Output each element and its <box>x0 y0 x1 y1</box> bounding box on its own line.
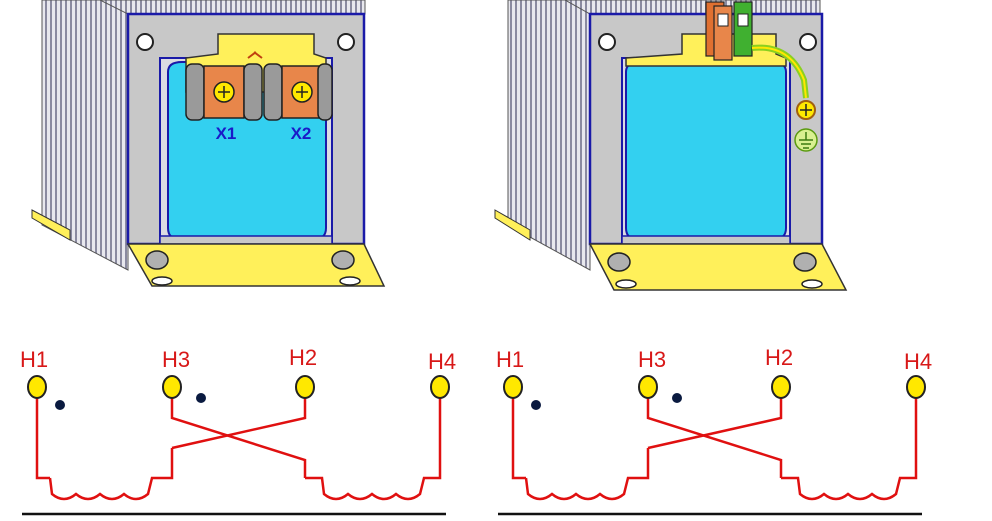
mounting-hole <box>799 33 817 51</box>
terminal-cover <box>185 63 205 121</box>
terminal-label-h4: H4 <box>428 349 456 374</box>
schematic-right-terminals: H1 H3 H2 H4 <box>496 345 932 516</box>
winding-coil <box>524 448 650 501</box>
terminal-h1 <box>27 375 47 399</box>
terminal-block-green <box>733 1 753 57</box>
winding-coil <box>305 398 442 501</box>
base-plate <box>588 243 848 291</box>
mounting-hole <box>598 33 616 51</box>
polarity-dot <box>196 393 206 403</box>
top-fins <box>99 0 366 15</box>
polarity-dot <box>531 400 541 410</box>
transformer-left: X1 X2 <box>31 0 386 287</box>
mounting-hole <box>136 33 154 51</box>
terminal-label-h3: H3 <box>162 347 190 372</box>
terminal-label-h3: H3 <box>638 347 666 372</box>
wire <box>35 398 50 480</box>
polarity-dot <box>672 393 682 403</box>
bottom-clamp <box>621 235 791 245</box>
winding-coil <box>781 398 918 501</box>
wire <box>511 398 526 480</box>
terminal-h4 <box>906 375 926 399</box>
coil <box>625 61 787 241</box>
bolt-icon <box>607 252 631 272</box>
terminal-h3 <box>638 375 658 399</box>
wire <box>170 398 307 478</box>
terminal-h1 <box>503 375 523 399</box>
terminal-label-h1: H1 <box>496 347 524 372</box>
terminal-cover <box>317 63 333 121</box>
wire <box>171 398 307 450</box>
wire <box>646 398 783 478</box>
mounting-slot <box>339 276 361 286</box>
schematic-left-terminals: H1 H3 H2 H4 <box>20 345 456 516</box>
terminal-label-h2: H2 <box>289 345 317 370</box>
bottom-clamp <box>159 235 333 245</box>
terminal-label-h4: H4 <box>904 349 932 374</box>
terminal-h3 <box>162 375 182 399</box>
terminal-label-x2: X2 <box>291 124 312 143</box>
mounting-slot <box>151 276 173 286</box>
bolt-icon <box>331 250 355 270</box>
cooling-fins <box>507 0 591 271</box>
terminal-cover <box>263 63 283 121</box>
terminal-h2 <box>771 375 791 399</box>
mounting-slot <box>615 279 637 289</box>
terminal-label-x1: X1 <box>216 124 237 143</box>
winding-coil <box>48 448 174 501</box>
top-fins <box>563 0 821 15</box>
base-plate <box>126 243 386 287</box>
mounting-slot <box>801 279 823 289</box>
terminal-label-h1: H1 <box>20 347 48 372</box>
terminal-cover <box>243 63 263 121</box>
terminal-h4 <box>430 375 450 399</box>
terminal-h2 <box>295 375 315 399</box>
schematic-right <box>511 398 918 501</box>
bolt-icon <box>145 250 169 270</box>
cooling-fins <box>41 0 129 271</box>
transformer-right <box>494 0 848 291</box>
bolt-icon <box>793 252 817 272</box>
mounting-hole <box>337 33 355 51</box>
polarity-dot <box>55 400 65 410</box>
base-foot <box>31 209 71 241</box>
terminal-label-h2: H2 <box>765 345 793 370</box>
base-foot <box>494 209 531 241</box>
schematic-left <box>35 398 442 501</box>
wire <box>647 398 783 450</box>
